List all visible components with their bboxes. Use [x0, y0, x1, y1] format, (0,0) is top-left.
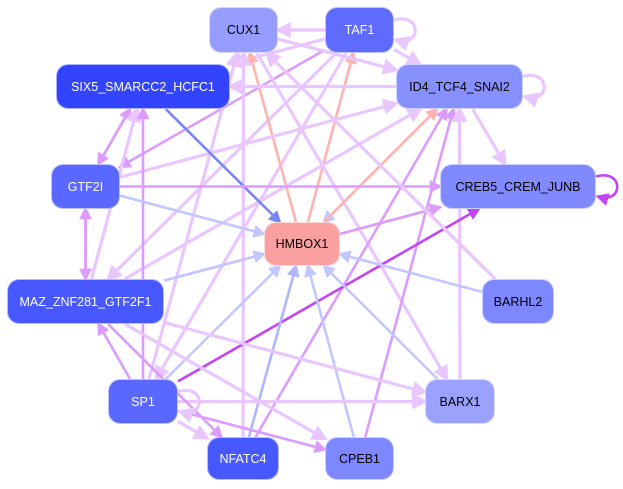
node-label: HMBOX1	[275, 237, 329, 251]
edge-barx1-to-hmbox1	[322, 264, 439, 380]
node-six5[interactable]: SIX5_SMARCC2_HCFC1	[56, 64, 230, 109]
node-hmbox1[interactable]: HMBOX1	[264, 222, 340, 266]
node-label: BARHL2	[493, 294, 543, 309]
edge-maz-to-cpeb1	[123, 322, 328, 441]
edge-taf1-to-taf1	[392, 17, 417, 52]
edge-cux1-to-barx1	[255, 52, 449, 382]
edge-cux1-to-id4	[277, 37, 400, 75]
node-label: SP1	[131, 394, 155, 409]
edge-nfatc4-to-id4	[254, 106, 448, 438]
node-gtf2i[interactable]: GTF2I	[51, 164, 120, 209]
node-label: ID4_TCF4_SNAI2	[409, 79, 510, 94]
node-nfatc4[interactable]: NFATC4	[207, 437, 279, 480]
edge-six5-to-hmbox1	[164, 108, 282, 224]
node-label: NFATC4	[219, 451, 267, 466]
edge-id4-to-creb5	[471, 108, 507, 167]
node-id4[interactable]: ID4_TCF4_SNAI2	[396, 64, 523, 109]
edge-barhl2-to-cux1	[264, 50, 497, 281]
node-label: BARX1	[439, 394, 481, 409]
edge-maz-to-id4	[123, 107, 424, 281]
node-sp1[interactable]: SP1	[108, 379, 178, 424]
node-label: CUX1	[226, 23, 261, 37]
edge-sp1-to-sp1	[176, 388, 201, 423]
edge-taf1-to-id4	[393, 48, 423, 66]
edge-id4-to-id4	[521, 73, 546, 108]
edge-hmbox1-to-taf1	[306, 50, 357, 223]
edge-maz-to-barx1	[163, 320, 429, 397]
node-barx1[interactable]: BARX1	[425, 379, 495, 424]
edge-sp1-to-nfatc4	[177, 420, 210, 440]
node-label: MAZ_ZNF281_GTF2F1	[19, 294, 152, 309]
node-label: TAF1	[344, 23, 375, 37]
edge-barhl2-to-hmbox1	[337, 250, 483, 294]
edge-taf1-to-sp1	[154, 52, 348, 382]
node-maz[interactable]: MAZ_ZNF281_GTF2F1	[7, 279, 164, 324]
edge-maz-to-hmbox1	[163, 250, 267, 282]
edge-sp1-to-maz	[97, 321, 132, 380]
node-cpeb1[interactable]: CPEB1	[325, 437, 394, 480]
edge-sp1-to-hmbox1	[164, 264, 282, 380]
node-label: CREB5_CREM_JUNB	[455, 179, 581, 194]
node-label: GTF2I	[67, 179, 104, 194]
node-label: SIX5_SMARCC2_HCFC1	[71, 79, 215, 94]
node-taf1[interactable]: TAF1	[325, 7, 394, 53]
edge-gtf2i-to-hmbox1	[119, 194, 267, 238]
node-cux1[interactable]: CUX1	[209, 7, 278, 53]
edge-gtf2i-to-id4	[119, 99, 400, 179]
node-creb5[interactable]: CREB5_CREM_JUNB	[440, 164, 596, 209]
edge-sp1-to-creb5	[177, 207, 482, 383]
node-barhl2[interactable]: BARHL2	[482, 279, 554, 324]
edge-gtf2i-to-six5	[97, 106, 132, 165]
edge-cpeb1-to-hmbox1	[304, 263, 355, 438]
edge-creb5-to-creb5	[595, 174, 619, 206]
node-label: CPEB1	[339, 451, 380, 466]
